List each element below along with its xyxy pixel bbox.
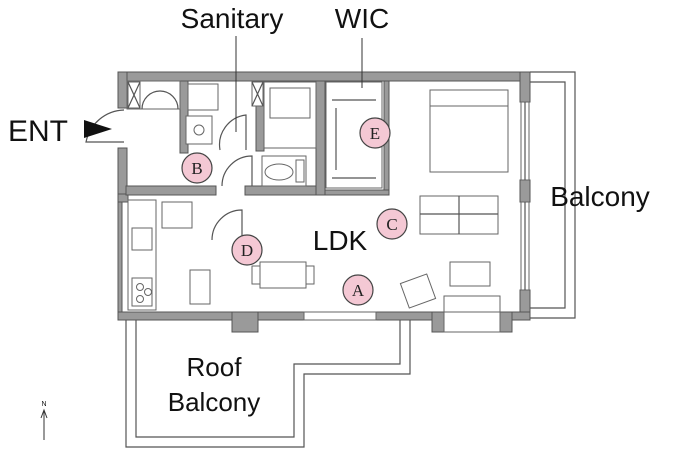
- marker-b: B: [181, 152, 213, 184]
- north-label: N: [41, 401, 46, 408]
- hall-closet: [126, 80, 181, 110]
- sofa: [419, 195, 499, 235]
- marker-a-label: A: [352, 281, 365, 300]
- marker-c: C: [376, 208, 408, 240]
- bed: [429, 89, 509, 173]
- label-sanitary: Sanitary: [181, 3, 284, 34]
- label-roof-balcony: Balcony: [168, 387, 261, 417]
- marker-e-label: E: [370, 124, 380, 143]
- label-ldk: LDK: [313, 225, 368, 256]
- marker-c-label: C: [386, 215, 397, 234]
- marker-e: E: [359, 117, 391, 149]
- living-furniture: [189, 261, 501, 313]
- label-ent: ENT: [8, 115, 68, 148]
- roof-balcony-outline: [125, 318, 411, 448]
- marker-d: D: [231, 234, 263, 266]
- toilet: [221, 155, 307, 187]
- label-roof: Roof: [187, 352, 243, 382]
- label-wic: WIC: [335, 3, 389, 34]
- marker-a: A: [342, 274, 374, 306]
- label-balcony: Balcony: [550, 181, 650, 212]
- balcony-outline: [530, 71, 576, 319]
- marker-b-label: B: [191, 159, 202, 178]
- north-arrow-icon: [40, 408, 48, 419]
- bathroom: [263, 81, 317, 149]
- entrance-arrow-icon: [84, 120, 112, 138]
- washroom: [185, 81, 264, 151]
- entrance-door: [85, 109, 125, 143]
- leader-lines: [235, 36, 363, 132]
- kitchen: [127, 199, 243, 311]
- marker-d-label: D: [241, 241, 253, 260]
- north-indicator: N: [40, 401, 48, 440]
